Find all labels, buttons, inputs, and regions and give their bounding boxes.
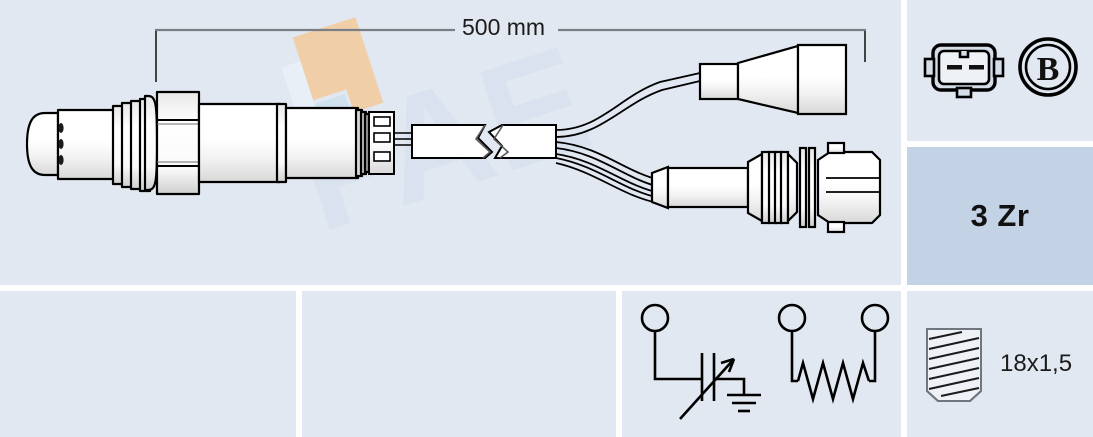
heater-resistor-symbol (777, 303, 890, 404)
sensor-code-panel: 3 Zr (907, 147, 1093, 285)
sensor-code-label: 3 Zr (970, 198, 1030, 233)
thread-spec-panel: 18x1,5 (907, 291, 1093, 437)
lambda-sensor-drawing (25, 43, 882, 234)
dimension-label: 500 mm (462, 14, 546, 40)
connector-icons: B (923, 37, 1078, 99)
dimension-annotation (155, 28, 866, 82)
thread-spec-label: 18x1,5 (1000, 350, 1073, 377)
blank-panel-left (0, 291, 296, 437)
connector-marking-label: B (1037, 51, 1060, 88)
wiring-schematic-panel (622, 291, 901, 437)
blank-panel-middle (302, 291, 616, 437)
circular-code-icon (1018, 37, 1078, 97)
product-illustration-panel: FAE 500 mm (0, 0, 901, 285)
connector-type-panel: B (907, 0, 1093, 141)
ground-symbol (727, 393, 761, 413)
thread-bolt-icon (926, 328, 982, 402)
two-pin-connector-icon (923, 43, 1005, 99)
wiring-schematic (640, 303, 890, 420)
sensing-element-symbol (640, 303, 746, 420)
